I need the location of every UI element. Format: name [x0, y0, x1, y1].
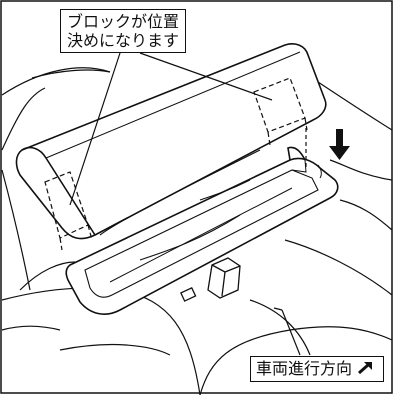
direction-text: 車両進行方向	[256, 359, 353, 378]
seat-lines	[99, 149, 261, 261]
block-position-callout: ブロックが位置 決めになります	[60, 9, 186, 53]
callout-line-2: 決めになります	[67, 31, 180, 51]
vehicle-direction-label: 車両進行方向	[250, 356, 384, 382]
diagonal-arrow-icon	[358, 362, 373, 375]
armrest-lid	[15, 43, 327, 240]
callout-line-1: ブロックが位置	[67, 12, 180, 31]
leader-lines	[69, 52, 301, 356]
latch	[180, 257, 241, 302]
block-locators	[44, 77, 308, 251]
down-arrow-icon	[329, 129, 350, 160]
